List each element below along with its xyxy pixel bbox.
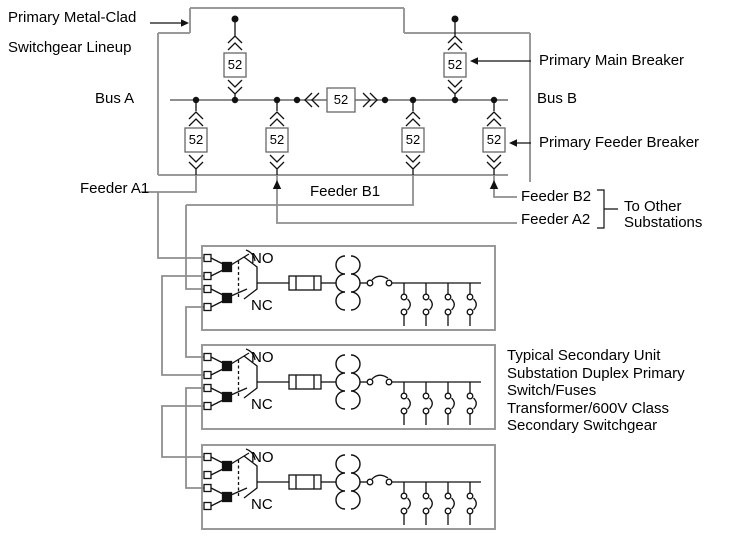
fuse	[288, 374, 322, 390]
transformer	[335, 354, 361, 410]
sub3-no-label: NO	[251, 449, 274, 466]
substation-1-box	[201, 245, 496, 331]
no-blade	[230, 253, 250, 266]
primary-feeder-breakers	[184, 103, 506, 175]
sub2-no-label: NO	[251, 349, 274, 366]
feeder-wiring	[141, 175, 517, 489]
duplex-primary-switch	[203, 348, 258, 411]
secondary-feeder-breakers	[400, 482, 477, 525]
sub1-no-label: NO	[251, 250, 274, 267]
feeder-breaker-b2	[482, 103, 506, 175]
switch-chute	[243, 355, 258, 399]
secondary-main-switch	[366, 474, 393, 486]
duplex-primary-switch	[203, 448, 258, 511]
secondary-main-switch	[366, 374, 393, 386]
blade-arc	[245, 249, 256, 262]
feeder-breaker-arrowhead	[509, 139, 517, 147]
substation-3-circuit	[203, 448, 481, 525]
substation-2-box	[201, 344, 496, 430]
main-breaker-bus-a	[223, 22, 247, 100]
feeder-a2-label: Feeder A2	[521, 211, 591, 228]
secondary-main-switch	[366, 275, 393, 287]
no-blade	[230, 452, 250, 465]
primary-feeder-breaker-label: Primary Feeder Breaker	[539, 134, 700, 151]
typical-substation-note: Typical Secondary Unit Substation Duplex…	[507, 347, 685, 435]
feeder-a1-wire	[141, 175, 204, 259]
feeder-breaker-b1	[401, 103, 425, 175]
loop-sub2-to-sub3-b	[185, 387, 204, 489]
bus-a-label: Bus A	[95, 90, 135, 107]
substation-enclosures	[201, 245, 496, 530]
no-blade	[230, 352, 250, 365]
feeder-breaker-b1-52-badge: 52	[405, 132, 421, 147]
feeder-a2-wire	[276, 175, 517, 224]
duplex-primary-switch	[203, 249, 258, 312]
to-other-substations-label-line2: Substations	[624, 214, 703, 231]
feeder-b1-label: Feeder B1	[310, 183, 381, 200]
substation-3-box	[201, 444, 496, 530]
loop-sub1-to-sub2-a	[161, 275, 204, 376]
switch-chute	[243, 455, 258, 499]
note-line: Typical Secondary Unit	[507, 347, 661, 364]
label-leaders	[150, 22, 618, 229]
bus-tie-breaker	[304, 87, 378, 113]
feeder-b2-wire	[493, 175, 517, 198]
feeder-flow-arrows	[272, 180, 499, 189]
note-line: Secondary Switchgear	[507, 417, 658, 434]
primary-main-breakers	[223, 22, 467, 100]
blade-arc	[245, 448, 256, 461]
to-other-substations-bracket	[597, 189, 618, 229]
metal-clad-arrowhead	[181, 19, 189, 27]
feeder-breaker-a1	[184, 103, 208, 175]
loop-sub2-to-sub3-a	[161, 405, 204, 458]
nc-blade	[230, 487, 248, 496]
bus-tie-52-badge: 52	[333, 92, 349, 107]
feeder-a2-arrow	[272, 180, 282, 189]
note-line: Switch/Fuses	[507, 382, 597, 399]
main-breaker-a-52-badge: 52	[227, 57, 243, 72]
bus-b-label: Bus B	[537, 90, 578, 107]
fuse	[288, 275, 322, 291]
transformer	[335, 255, 361, 311]
switchgear-enclosure	[157, 7, 531, 182]
feeder-breaker-a2-52-badge: 52	[269, 132, 285, 147]
fuse	[288, 474, 322, 490]
feeder-a1-label: Feeder A1	[80, 180, 150, 197]
loop-sub1-to-sub2-b	[185, 306, 204, 358]
to-other-substations-label-line1: To Other	[624, 198, 682, 215]
primary-metal-clad-label: Primary Metal-Clad	[8, 9, 137, 26]
note-line: Substation Duplex Primary	[507, 364, 685, 382]
secondary-feeder-breakers	[400, 382, 477, 425]
nc-blade	[230, 288, 248, 297]
feeder-b2-arrow	[489, 180, 499, 189]
feeder-breaker-a1-52-badge: 52	[188, 132, 204, 147]
switchgear-lineup-label: Switchgear Lineup	[8, 39, 132, 56]
transformer	[335, 454, 361, 510]
substation-2-circuit	[203, 348, 481, 425]
sub1-nc-label: NC	[251, 297, 273, 314]
main-breaker-bus-b	[443, 22, 467, 100]
leader-arrowheads	[181, 19, 517, 147]
sub3-nc-label: NC	[251, 496, 273, 513]
main-breaker-b-52-badge: 52	[447, 57, 463, 72]
nc-blade	[230, 387, 248, 396]
note-line: Transformer/600V Class	[507, 399, 669, 417]
feeder-b1-wire	[185, 175, 414, 290]
primary-main-breaker-label: Primary Main Breaker	[539, 52, 685, 69]
feeder-b2-label: Feeder B2	[521, 188, 592, 205]
feeder-breaker-a2	[265, 103, 289, 175]
secondary-feeder-breakers	[400, 283, 477, 326]
switch-chute	[243, 256, 258, 300]
substation-1-circuit	[203, 249, 481, 326]
sub2-nc-label: NC	[251, 396, 273, 413]
feeder-breaker-b2-52-badge: 52	[486, 132, 502, 147]
main-breaker-arrowhead	[470, 57, 478, 65]
blade-arc	[245, 348, 256, 361]
